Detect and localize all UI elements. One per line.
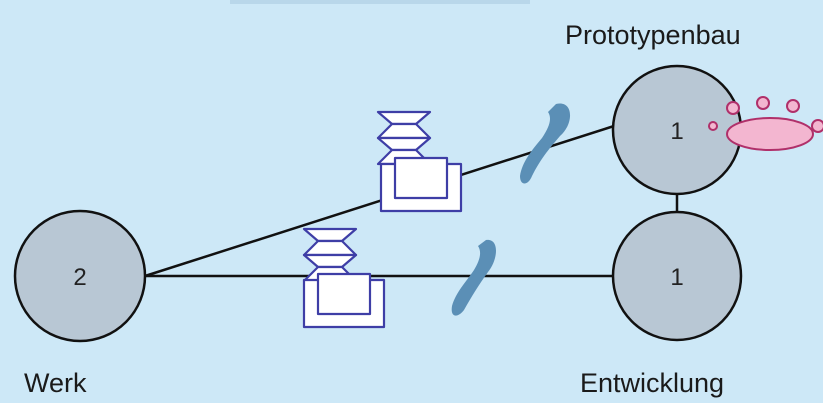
node-factory[interactable]: 2 — [13, 209, 147, 343]
cropped-heading-strip — [230, 0, 530, 4]
thought-bubble-icon — [708, 96, 823, 151]
phone-handset-icon — [451, 239, 496, 316]
node-factory-value: 2 — [73, 264, 86, 291]
node-development[interactable]: 1 — [611, 210, 743, 342]
node-prototype-value: 1 — [670, 118, 683, 145]
node-prototype[interactable]: 1 — [611, 64, 743, 196]
document-stack-icon — [302, 227, 386, 329]
document-stack-icon — [376, 110, 463, 213]
label-development: Entwicklung — [580, 368, 724, 398]
node-development-circle — [611, 210, 743, 342]
label-prototype: Prototypenbau — [565, 20, 741, 50]
node-factory-circle — [13, 209, 147, 343]
label-factory: Werk — [24, 368, 87, 398]
node-development-value: 1 — [670, 264, 683, 291]
phone-handset-icon — [520, 103, 571, 184]
